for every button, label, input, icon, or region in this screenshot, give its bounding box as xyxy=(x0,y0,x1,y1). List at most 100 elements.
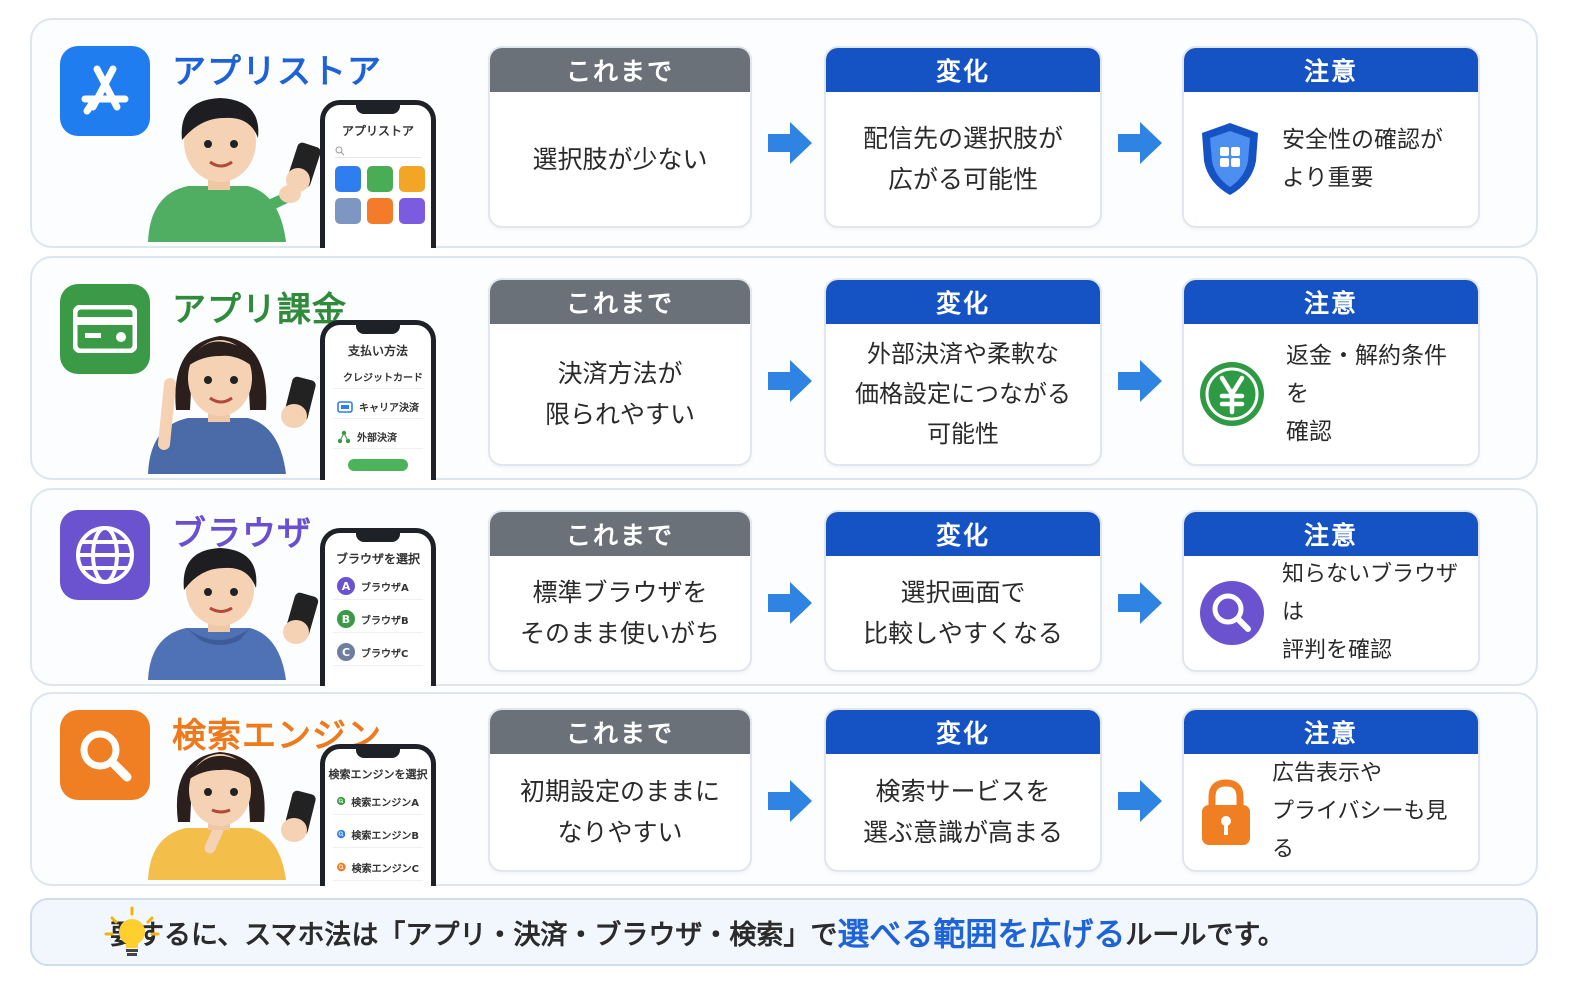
person-illustration xyxy=(140,740,320,884)
card-change: 変化 検索サービスを 選ぶ意識が高まる xyxy=(824,708,1102,872)
card-note: 注意 返金・解約条件を 確認 xyxy=(1182,278,1480,466)
row-title: ブラウザ xyxy=(172,514,312,554)
app-grid xyxy=(335,166,431,224)
card-text-change: 配信先の選択肢が 広がる可能性 xyxy=(862,124,1063,194)
payment-option[interactable]: クレジットカード xyxy=(333,365,423,389)
card-header-before: これまで xyxy=(490,48,750,92)
summary-suffix: ルールです。 xyxy=(1125,919,1285,951)
card-text-note: 広告表示や プライバシーも見る xyxy=(1272,761,1448,862)
row-search-engine: 検索エンジン 検索エンジンを選択 検索エンジンA 検索エンジンB xyxy=(30,692,1538,886)
person-illustration xyxy=(140,82,321,246)
card-text-before: 標準ブラウザを そのまま使いがち xyxy=(519,578,720,648)
row-title: アプリ課金 xyxy=(172,290,347,330)
card-change: 変化 選択画面で 比較しやすくなる xyxy=(824,510,1102,672)
carrier-icon xyxy=(337,400,353,413)
card-header-change: 変化 xyxy=(826,280,1100,324)
card-header-change: 変化 xyxy=(826,48,1100,92)
card-note: 注意 知らないブラウザは 評判を確認 xyxy=(1182,510,1480,672)
search-icon xyxy=(60,710,150,800)
phone-title: ブラウザを選択 xyxy=(335,552,420,566)
summary-highlight: 選べる範囲を広げる xyxy=(837,915,1126,953)
browser-badge: B xyxy=(337,610,355,628)
card-before: これまで 標準ブラウザを そのまま使いがち xyxy=(488,510,752,672)
globe-icon xyxy=(60,510,150,600)
app-tile[interactable] xyxy=(399,198,425,224)
lightbulb-icon xyxy=(104,906,160,956)
card-text-before: 選択肢が少ない xyxy=(532,144,708,174)
card-before: これまで 選択肢が少ない xyxy=(488,46,752,228)
browser-badge: A xyxy=(337,577,355,595)
magnifier-icon xyxy=(1200,581,1264,645)
arrow-right-icon xyxy=(1118,582,1162,624)
app-tile[interactable] xyxy=(335,198,361,224)
card-header-note: 注意 xyxy=(1184,48,1478,92)
search-icon xyxy=(335,146,345,156)
padlock-icon xyxy=(1202,779,1250,845)
phone-title: アプリストア xyxy=(341,124,414,138)
phone-mockup: アプリストア xyxy=(320,100,436,248)
arrow-right-icon xyxy=(1118,780,1162,822)
search-icon xyxy=(337,796,346,806)
arrow-right-icon xyxy=(768,780,812,822)
confirm-button[interactable] xyxy=(348,459,408,471)
search-engine-option[interactable]: 検索エンジンC xyxy=(333,854,423,881)
phone-mockup: 検索エンジンを選択 検索エンジンA 検索エンジンB 検索エンジンC xyxy=(320,744,436,886)
card-text-note: 安全性の確認が より重要 xyxy=(1282,127,1443,191)
arrow-right-icon xyxy=(768,582,812,624)
arrow-right-icon xyxy=(768,122,812,164)
card-header-note: 注意 xyxy=(1184,280,1478,324)
card-change: 変化 配信先の選択肢が 広がる可能性 xyxy=(824,46,1102,228)
payment-option[interactable]: 外部決済 xyxy=(333,425,423,449)
card-before: これまで 初期設定のままに なりやすい xyxy=(488,708,752,872)
app-tile[interactable] xyxy=(367,198,393,224)
browser-option[interactable]: A ブラウザA xyxy=(333,573,423,600)
card-text-change: 外部決済や柔軟な 価格設定につながる 可能性 xyxy=(855,340,1071,448)
card-header-change: 変化 xyxy=(826,710,1100,754)
credit-card-icon xyxy=(60,284,150,374)
app-store-icon xyxy=(60,46,150,136)
arrow-right-icon xyxy=(1118,360,1162,402)
card-header-note: 注意 xyxy=(1184,710,1478,754)
row-app-billing: アプリ課金 支払い方法 クレジットカード キャリア決済 外部決 xyxy=(30,256,1538,480)
row-browser: ブラウザ ブラウザを選択 A ブラウザA B ブラウザB C ブラウザC xyxy=(30,488,1538,686)
browser-option[interactable]: B ブラウザB xyxy=(333,606,423,633)
person-illustration xyxy=(140,540,320,684)
arrow-right-icon xyxy=(768,360,812,402)
card-header-before: これまで xyxy=(490,280,750,324)
summary-prefix: 要するに、スマホ法は「アプリ・決済・ブラウザ・検索」で xyxy=(110,919,838,951)
phone-search-bar xyxy=(335,145,421,158)
summary-bar: 要するに、スマホ法は「アプリ・決済・ブラウザ・検索」で 選べる範囲を広げる ルー… xyxy=(30,898,1538,966)
shield-icon xyxy=(1202,123,1258,195)
arrow-right-icon xyxy=(1118,122,1162,164)
yen-icon xyxy=(1200,362,1264,426)
card-header-note: 注意 xyxy=(1184,512,1478,556)
phone-mockup: ブラウザを選択 A ブラウザA B ブラウザB C ブラウザC xyxy=(320,528,436,686)
card-header-before: これまで xyxy=(490,512,750,556)
card-change: 変化 外部決済や柔軟な 価格設定につながる 可能性 xyxy=(824,278,1102,466)
app-tile[interactable] xyxy=(335,166,361,192)
phone-title: 支払い方法 xyxy=(347,344,408,358)
card-note: 注意 安全性の確認が より重要 xyxy=(1182,46,1480,228)
person-illustration xyxy=(140,314,320,478)
card-note: 注意 広告表示や プライバシーも見る xyxy=(1182,708,1480,872)
app-tile[interactable] xyxy=(399,166,425,192)
card-text-note: 返金・解約条件を 確認 xyxy=(1286,343,1447,445)
card-text-note: 知らないブラウザは 評判を確認 xyxy=(1282,562,1459,663)
payment-option[interactable]: キャリア決済 xyxy=(333,395,423,419)
row-app-store: アプリストア アプリストア こ xyxy=(30,18,1538,248)
card-before: これまで 決済方法が 限られやすい xyxy=(488,278,752,466)
card-text-before: 初期設定のままに なりやすい xyxy=(519,777,720,847)
search-icon xyxy=(337,829,346,839)
row-title: アプリストア xyxy=(172,52,382,92)
card-text-change: 選択画面で 比較しやすくなる xyxy=(863,578,1063,648)
card-header-before: これまで xyxy=(490,710,750,754)
browser-badge: C xyxy=(337,643,355,661)
phone-title: 検索エンジンを選択 xyxy=(328,768,428,781)
app-tile[interactable] xyxy=(367,166,393,192)
phone-mockup: 支払い方法 クレジットカード キャリア決済 外部決済 xyxy=(320,320,436,480)
browser-option[interactable]: C ブラウザC xyxy=(333,639,423,666)
search-engine-option[interactable]: 検索エンジンA xyxy=(333,788,423,815)
search-icon xyxy=(337,862,346,872)
search-engine-option[interactable]: 検索エンジンB xyxy=(333,821,423,848)
network-icon xyxy=(337,430,351,443)
